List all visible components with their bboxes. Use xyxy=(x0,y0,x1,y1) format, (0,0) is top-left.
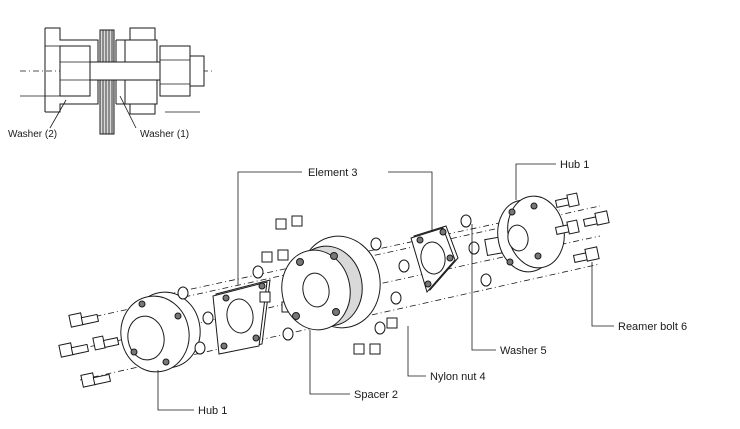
detail-section-view: Washer (2) Washer (1) xyxy=(8,27,215,140)
reamer-bolt xyxy=(572,246,600,263)
element-right xyxy=(410,225,459,294)
reamer-bolt xyxy=(554,192,580,208)
nut-group-a xyxy=(252,215,303,341)
reamer-bolt-leader xyxy=(591,262,614,327)
bolt-set-left xyxy=(58,312,120,388)
hub-bottom-leader xyxy=(157,370,194,411)
exploded-view xyxy=(58,163,614,411)
washer-group-right xyxy=(460,214,492,287)
hub-right xyxy=(484,195,565,273)
reamer-bolt xyxy=(92,335,120,351)
nylon-nut-label: Nylon nut 4 xyxy=(430,371,486,383)
element-left xyxy=(212,279,271,355)
detail-nut-left xyxy=(59,45,91,97)
detail-nut-right xyxy=(159,45,191,97)
washer-1-label: Washer (1) xyxy=(140,129,189,140)
reamer-bolt xyxy=(58,342,90,358)
nut-group-b xyxy=(353,237,410,355)
bolt-set-right xyxy=(554,192,610,263)
washer-group-left xyxy=(177,286,214,355)
element-leader xyxy=(237,171,433,285)
nylon-nut-leader xyxy=(407,326,426,377)
spacer xyxy=(281,235,381,331)
detail-element-stack xyxy=(99,29,115,135)
reamer-bolt xyxy=(80,372,112,388)
hub-top-label: Hub 1 xyxy=(560,159,589,171)
hub-bottom-label: Hub 1 xyxy=(198,405,227,417)
washer-label: Washer 5 xyxy=(500,345,547,357)
hub-left xyxy=(120,291,201,373)
reamer-bolt xyxy=(554,219,580,235)
hub-top-leader xyxy=(515,163,556,200)
washer-2-label: Washer (2) xyxy=(8,129,57,140)
reamer-bolt-label: Reamer bolt 6 xyxy=(618,321,687,333)
reamer-bolt xyxy=(68,312,100,328)
spacer-label: Spacer 2 xyxy=(354,389,398,401)
element-label: Element 3 xyxy=(308,167,358,179)
spacer-leader xyxy=(309,330,350,395)
reamer-bolt xyxy=(582,210,610,227)
washer-leader xyxy=(471,224,496,351)
